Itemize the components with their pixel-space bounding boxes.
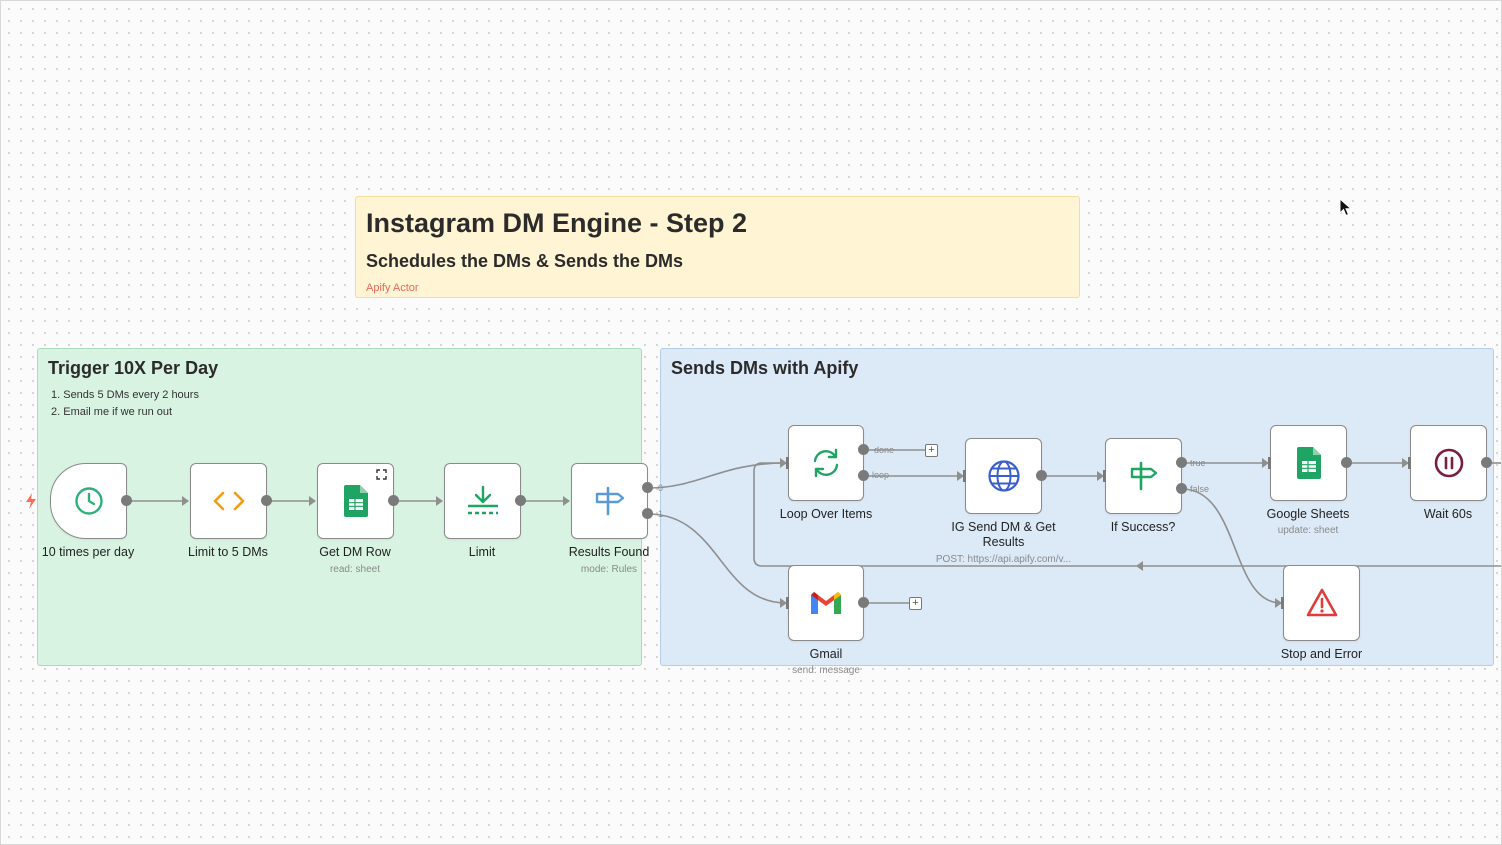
- arrow-code: [182, 496, 189, 506]
- get-dm-row-node[interactable]: [317, 463, 394, 539]
- connection-if-stop: [1181, 488, 1282, 604]
- results-found-label: Results Found: [568, 545, 650, 559]
- mouse-cursor-icon: [1339, 198, 1353, 217]
- arrow-http: [957, 471, 964, 481]
- google-sheets-update-node[interactable]: [1270, 425, 1347, 501]
- if-input-handle[interactable]: [1103, 470, 1106, 482]
- globe-icon: [987, 460, 1020, 492]
- limit-output-handle[interactable]: [515, 495, 526, 506]
- sheets-icon: [1296, 447, 1321, 479]
- gmail-label: Gmail: [809, 647, 843, 661]
- results-found-switch-node[interactable]: [571, 463, 648, 539]
- get-dm-row-sublabel: read: sheet: [329, 564, 381, 575]
- gmail-input-handle[interactable]: [786, 597, 789, 609]
- limit-label: Limit: [468, 545, 496, 559]
- gmail-add-button[interactable]: +: [909, 597, 922, 610]
- trigger-group-title: Trigger 10X Per Day: [48, 358, 219, 378]
- gmail-icon: [811, 592, 841, 614]
- arrow-stop: [1275, 598, 1282, 608]
- get-dm-row-output-handle[interactable]: [388, 495, 399, 506]
- ig-send-dm-label: IG Send DM & Get Results: [951, 520, 1056, 549]
- google-sheets-label: Google Sheets: [1266, 507, 1350, 521]
- workflow-subtitle: Schedules the DMs & Sends the DMs: [366, 251, 684, 271]
- switch-output-0-handle[interactable]: [642, 482, 653, 493]
- loop-output-done-label: done: [874, 445, 895, 455]
- http-output-handle[interactable]: [1036, 470, 1047, 481]
- arrow-sheets: [1262, 458, 1269, 468]
- wait-label: Wait 60s: [1423, 507, 1473, 521]
- arrow-getrow: [309, 496, 316, 506]
- refresh-badge-icon: [376, 469, 387, 480]
- trigger-group-list: 1. Sends 5 DMs every 2 hours 2. Email me…: [51, 387, 199, 421]
- arrow-loopback: [1136, 561, 1143, 571]
- loop-output-loop-handle[interactable]: [858, 470, 869, 481]
- gmail-sublabel: send: message: [792, 665, 860, 676]
- loop-done-add-button[interactable]: +: [925, 444, 938, 457]
- workflow-title: Instagram DM Engine - Step 2: [366, 208, 748, 238]
- switch-output-1-handle[interactable]: [642, 508, 653, 519]
- schedule-trigger-node[interactable]: [50, 463, 127, 539]
- loop-over-items-label: Loop Over Items: [779, 507, 873, 521]
- ig-send-dm-sublabel: POST: https://api.apify.com/v...: [935, 554, 1072, 565]
- wait-output-handle[interactable]: [1481, 457, 1492, 468]
- clock-icon: [74, 487, 103, 515]
- code-icon: [213, 491, 244, 511]
- switch-icon: [595, 486, 624, 516]
- arrow-if: [1097, 471, 1104, 481]
- trigger-list-item: 2. Email me if we run out: [51, 406, 173, 418]
- if-output-true-label: true: [1190, 458, 1206, 468]
- trigger-bolt-icon: [26, 493, 36, 509]
- arrow-loop: [780, 458, 787, 468]
- arrow-limit: [436, 496, 443, 506]
- sheets-input-handle[interactable]: [1268, 457, 1271, 469]
- loop-icon: [813, 448, 839, 478]
- if-output-false-handle[interactable]: [1176, 483, 1187, 494]
- send-group-title: Sends DMs with Apify: [671, 358, 859, 378]
- schedule-label: 10 times per day: [41, 545, 135, 559]
- arrow-switch: [563, 496, 570, 506]
- switch-output-0-label: 0: [658, 483, 664, 493]
- connection-loopback: [753, 462, 1502, 567]
- loop-output-done-handle[interactable]: [858, 444, 869, 455]
- loop-output-loop-label: loop: [872, 470, 890, 480]
- apify-actor-link[interactable]: Apify Actor: [366, 282, 419, 294]
- if-icon: [1130, 461, 1157, 491]
- http-input-handle[interactable]: [963, 470, 966, 482]
- header-sticky-note[interactable]: [355, 196, 1080, 298]
- loop-input-handle[interactable]: [786, 457, 789, 469]
- stop-and-error-label: Stop and Error: [1280, 647, 1363, 661]
- code-label: Limit to 5 DMs: [188, 545, 268, 559]
- warning-icon: [1306, 588, 1337, 617]
- if-output-true-handle[interactable]: [1176, 457, 1187, 468]
- switch-output-1-label: 1: [658, 509, 664, 519]
- loop-over-items-node[interactable]: [788, 425, 864, 501]
- code-node[interactable]: [190, 463, 267, 539]
- if-output-false-label: false: [1190, 484, 1210, 494]
- get-dm-row-label: Get DM Row: [319, 545, 391, 559]
- gmail-output-handle[interactable]: [858, 597, 869, 608]
- stop-input-handle[interactable]: [1281, 597, 1284, 609]
- pause-icon: [1434, 448, 1463, 478]
- wait-node[interactable]: [1410, 425, 1487, 501]
- if-success-node[interactable]: [1105, 438, 1182, 514]
- code-output-handle[interactable]: [261, 495, 272, 506]
- gmail-node[interactable]: [788, 565, 864, 641]
- ig-send-dm-http-node[interactable]: [965, 438, 1042, 514]
- schedule-output-handle[interactable]: [121, 495, 132, 506]
- arrow-gmail: [780, 598, 787, 608]
- results-found-sublabel: mode: Rules: [580, 564, 638, 575]
- sheets-output-handle[interactable]: [1341, 457, 1352, 468]
- sheets-icon: [343, 485, 368, 517]
- google-sheets-sublabel: update: sheet: [1277, 525, 1339, 536]
- arrow-wait: [1402, 458, 1409, 468]
- limit-icon: [467, 485, 498, 515]
- limit-node[interactable]: [444, 463, 521, 539]
- trigger-list-item: 1. Sends 5 DMs every 2 hours: [51, 389, 199, 401]
- stop-and-error-node[interactable]: [1283, 565, 1360, 641]
- connection-switch-gmail: [647, 513, 787, 604]
- connection-switch-loop: [647, 462, 787, 489]
- wait-input-handle[interactable]: [1408, 457, 1411, 469]
- if-success-label: If Success?: [1110, 520, 1176, 534]
